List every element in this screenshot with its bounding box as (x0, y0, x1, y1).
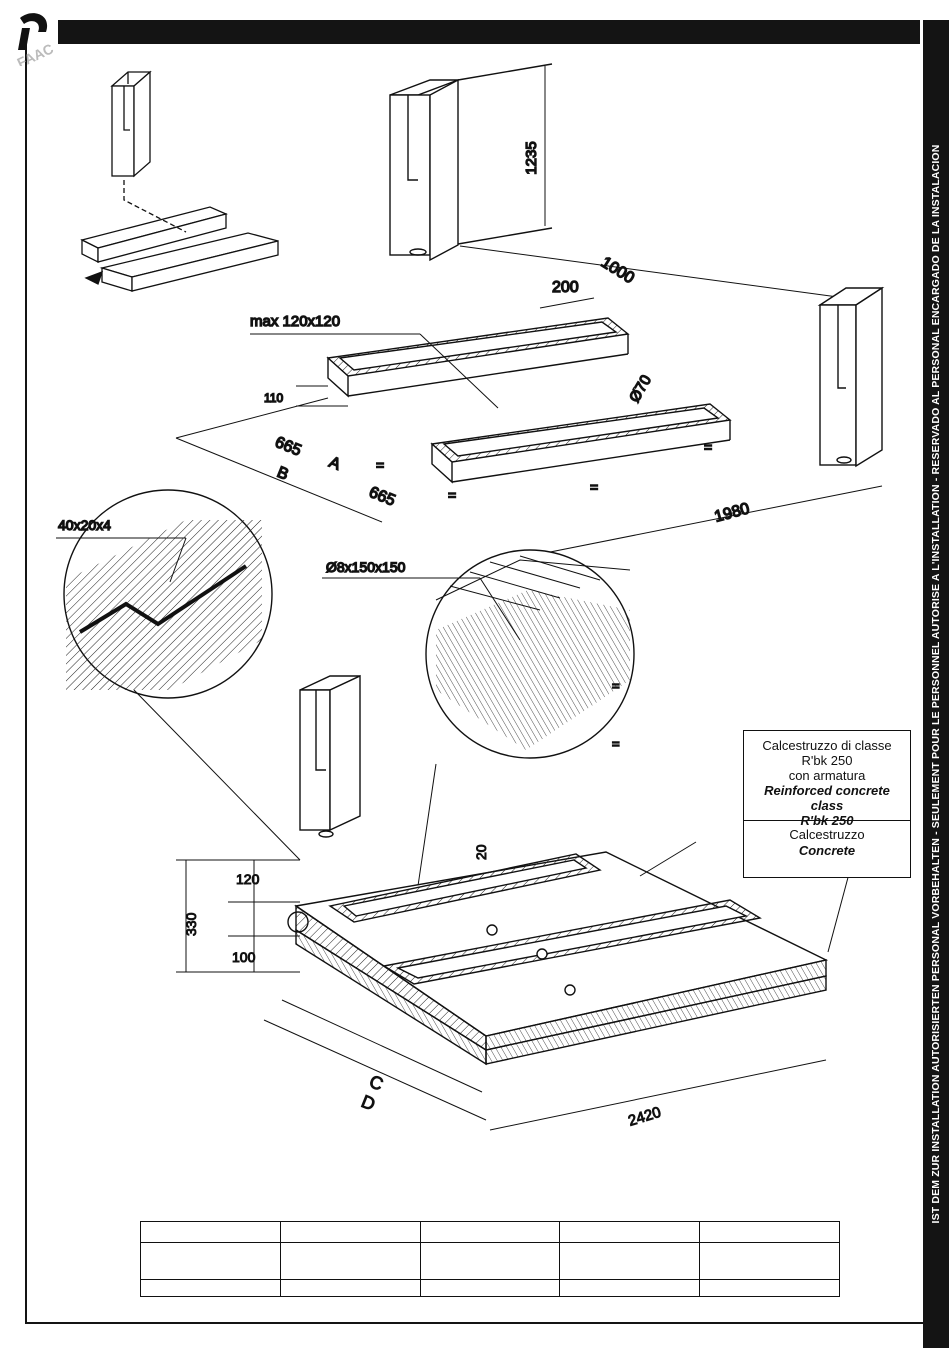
dim-phi70: Ø70 (626, 372, 655, 405)
legend-it-line3: con armatura (788, 768, 866, 783)
dim-1980: 1980 (713, 500, 752, 526)
eq-mark-6: = (612, 736, 620, 751)
table-cell (699, 1242, 840, 1280)
table-cell (559, 1221, 701, 1243)
frame-bottom-border (25, 1322, 923, 1324)
table-cell (559, 1279, 701, 1297)
label-b: B (275, 464, 291, 484)
table-cell (419, 1242, 561, 1280)
table-cell (140, 1221, 281, 1243)
detail-angle: 40x20x4 (56, 489, 301, 861)
label-angle-40x20x4: 40x20x4 (58, 517, 111, 533)
table-cell (279, 1279, 421, 1297)
header-bar (58, 20, 920, 44)
foundation-drawing: 1235 1000 200 max 120x120 110 Ø70 665 A (56, 63, 885, 1131)
table-cell (419, 1279, 561, 1297)
dim-100: 100 (232, 949, 256, 965)
legend-reinforced-concrete: Calcestruzzo di classe R'bk 250 con arma… (744, 731, 910, 828)
table-cell (279, 1242, 421, 1280)
legend-it-line1: Calcestruzzo di classe (762, 738, 892, 753)
legend-en-line3: R'bk 250 (800, 813, 854, 828)
material-legend: Calcestruzzo di classe R'bk 250 con arma… (743, 730, 911, 878)
dimension-table (140, 1221, 840, 1297)
dim-665-b: 665 (367, 484, 398, 510)
table-cell (699, 1221, 840, 1243)
table-cell (419, 1221, 561, 1243)
legend-en-line2: class (810, 798, 844, 813)
foundation-block (287, 674, 829, 1066)
dim-20: 20 (473, 844, 489, 860)
eq-mark-1: = (376, 457, 384, 473)
table-cell (559, 1242, 701, 1280)
eq-mark-3: = (590, 479, 598, 495)
table-cell (140, 1279, 281, 1297)
eq-mark-5: = (612, 678, 620, 693)
dim-330: 330 (183, 912, 199, 936)
side-warning-text: IST DEM ZUR INSTALLATION AUTORISIERTEN P… (930, 144, 942, 1224)
legend-concrete: Calcestruzzo Concrete (744, 821, 910, 859)
legend-en-line1: Reinforced concrete (764, 783, 890, 798)
label-d: D (359, 1091, 379, 1114)
small-sketch (80, 70, 279, 292)
max-opening-label: max 120x120 (250, 313, 340, 330)
table-cell (699, 1279, 840, 1297)
label-a: A (327, 454, 344, 474)
dim-1235: 1235 (523, 141, 540, 174)
dim-1000: 1000 (598, 254, 637, 287)
upper-drawing: 1235 1000 200 max 120x120 110 Ø70 665 A (175, 63, 885, 561)
dim-2420: 2420 (626, 1104, 663, 1130)
label-mesh: Ø8x150x150 (326, 559, 406, 575)
faac-logo: FAAC (15, 13, 56, 66)
eq-mark-4: = (704, 439, 712, 455)
legend-it-line2: R'bk 250 (801, 753, 853, 768)
side-strip (923, 20, 949, 1348)
legend-concrete-en: Concrete (798, 843, 856, 858)
dim-665-a: 665 (273, 434, 304, 460)
table-row (140, 1279, 840, 1297)
table-cell (279, 1221, 421, 1243)
dim-120: 120 (236, 871, 260, 887)
dim-110: 110 (264, 391, 283, 405)
legend-concrete-it: Calcestruzzo (789, 827, 865, 842)
table-row (140, 1242, 840, 1280)
table-cell (140, 1242, 281, 1280)
label-c: C (367, 1071, 387, 1094)
eq-mark-2: = (448, 487, 456, 503)
table-row (140, 1221, 840, 1243)
dim-200: 200 (552, 279, 579, 296)
frame-left-border (25, 44, 27, 1324)
